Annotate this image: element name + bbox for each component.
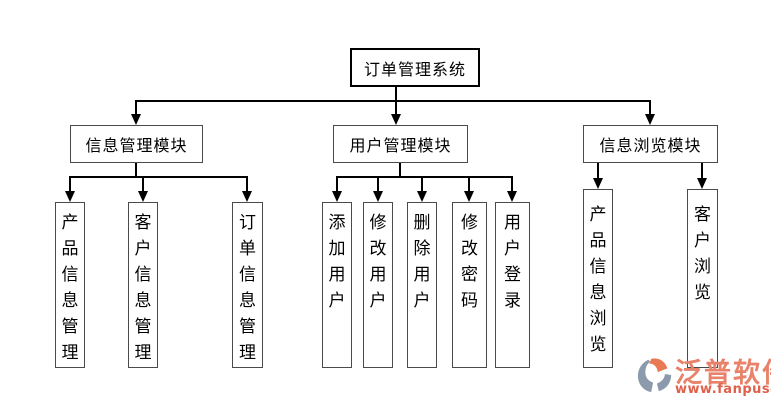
arrowhead-leaf-icon	[464, 191, 474, 202]
arrowhead-leaf-icon	[242, 191, 252, 202]
leaf-node-change-password: 修改密码	[452, 202, 487, 368]
module-label: 信息管理模块	[85, 136, 188, 155]
connector-branch-leaf	[142, 176, 144, 191]
leaf-label: 添加用户	[328, 213, 346, 311]
leaf-label: 用户登录	[504, 213, 521, 311]
leaf-node-customer-info-management: 客户信息管理	[128, 202, 158, 368]
leaf-label: 客户信息管理	[134, 213, 152, 363]
watermark-brand-text: 泛普软件	[675, 358, 771, 389]
connector-branch-module3	[649, 100, 651, 114]
leaf-node-add-user: 添加用户	[322, 202, 352, 368]
connector-branch-leaf	[377, 176, 379, 191]
connector-branch-leaf	[69, 176, 71, 191]
arrowhead-leaf-icon	[507, 191, 517, 202]
leaf-label: 产品信息浏览	[589, 205, 607, 355]
arrowhead-leaf-icon	[593, 178, 603, 189]
connector-branch-leaf	[246, 176, 248, 191]
arrowhead-leaf-icon	[65, 191, 75, 202]
leaf-label: 订单信息管理	[239, 213, 256, 363]
root-node-order-management-system: 订单管理系统	[350, 48, 480, 87]
connector-branch-module1	[135, 100, 137, 114]
arrowhead-module3-icon	[645, 114, 655, 125]
leaf-node-modify-user: 修改用户	[363, 202, 393, 368]
connector-branch-leaf	[701, 163, 703, 178]
connector-module2-trunk	[399, 163, 401, 177]
fanpu-logo-icon	[637, 358, 672, 393]
arrowhead-module1-icon	[131, 114, 141, 125]
leaf-node-customer-browsing: 客户浏览	[687, 189, 718, 368]
root-node-label: 订单管理系统	[363, 59, 466, 79]
connector-level1-bus	[136, 100, 651, 102]
arrowhead-module2-icon	[391, 114, 401, 125]
leaf-label: 删除用户	[413, 213, 431, 311]
arrowhead-leaf-icon	[697, 178, 707, 189]
leaf-label: 客户浏览	[694, 205, 711, 303]
module-node-user-management: 用户管理模块	[333, 125, 468, 163]
arrowhead-leaf-icon	[332, 191, 342, 202]
module-node-info-management: 信息管理模块	[70, 125, 203, 163]
leaf-node-order-info-management: 订单信息管理	[232, 202, 263, 368]
module-label: 信息浏览模块	[599, 136, 702, 155]
arrowhead-leaf-icon	[138, 191, 148, 202]
connector-branch-leaf	[511, 176, 513, 191]
leaf-node-product-info-browsing: 产品信息浏览	[583, 189, 613, 368]
watermark-url-text: www.fanpusoft.com	[675, 382, 771, 397]
connector-branch-leaf	[336, 176, 338, 191]
leaf-label: 修改用户	[369, 213, 387, 311]
connector-module2-bus	[337, 176, 513, 178]
connector-module1-bus	[70, 176, 248, 178]
connector-module1-trunk	[135, 163, 137, 177]
module-node-info-browsing: 信息浏览模块	[583, 125, 718, 163]
connector-branch-leaf	[597, 163, 599, 178]
connector-root-trunk	[395, 87, 397, 101]
leaf-node-delete-user: 删除用户	[407, 202, 437, 368]
connector-branch-module2	[395, 100, 397, 114]
connector-branch-leaf	[468, 176, 470, 191]
arrowhead-leaf-icon	[417, 191, 427, 202]
module-label: 用户管理模块	[349, 136, 452, 155]
leaf-node-user-login: 用户登录	[495, 202, 530, 368]
connector-branch-leaf	[421, 176, 423, 191]
leaf-label: 修改密码	[461, 213, 478, 311]
fanpu-watermark: 泛普软件 www.fanpusoft.com	[634, 352, 771, 404]
leaf-node-product-info-management: 产品信息管理	[55, 202, 85, 368]
arrowhead-leaf-icon	[373, 191, 383, 202]
leaf-label: 产品信息管理	[61, 213, 79, 363]
